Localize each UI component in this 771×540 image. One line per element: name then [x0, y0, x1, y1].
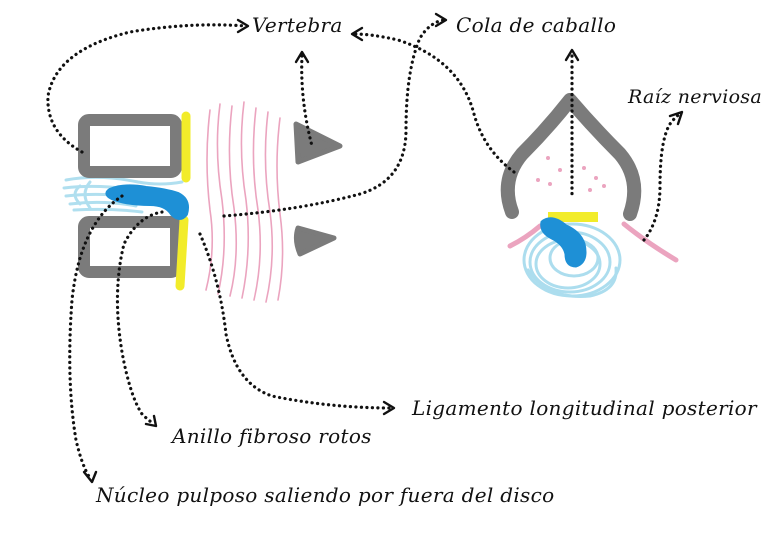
leader-ligamento [198, 232, 394, 410]
nerve-root-left [507, 223, 543, 249]
leader-vertebra-axial [352, 32, 516, 174]
arrowhead-vertebra-body [236, 18, 250, 34]
label-cola-de-caballo: Cola de caballo [456, 13, 617, 37]
arrowhead-nucleo [82, 470, 98, 484]
leader-arrows [46, 12, 684, 484]
label-vertebra: Vertebra [252, 13, 343, 37]
arrowhead-anillo [144, 414, 158, 428]
sagittal-view [62, 101, 343, 303]
upper-vertebral-body [78, 114, 182, 178]
posterior-ligament-axial [548, 212, 598, 222]
vertebral-arch-lower [293, 225, 337, 257]
arrowhead-vertebra-arch-up [294, 50, 310, 64]
arrowhead-cola-fibers [434, 12, 448, 28]
leader-vertebra-arch [300, 54, 314, 148]
label-anillo-fibroso: Anillo fibroso rotos [172, 424, 372, 448]
arrowhead-ligamento [382, 400, 396, 416]
herniated-nucleus-axial [540, 217, 587, 268]
leader-cola-fibers [222, 18, 446, 218]
nerve-root-right [621, 221, 679, 263]
leader-anillo [115, 210, 164, 426]
label-raiz-nerviosa: Raíz nerviosa [628, 86, 762, 108]
label-ligamento: Ligamento longitudinal posterior [412, 396, 757, 420]
vertebral-arch-axial [500, 93, 642, 221]
cauda-equina-fibers [205, 101, 284, 303]
leader-vertebra-body [46, 23, 248, 154]
herniated-nucleus-left [105, 184, 189, 220]
vertebral-arch-upper [293, 121, 343, 165]
arrowhead-raiz [668, 110, 684, 126]
label-nucleo-pulposo: Núcleo pulposo saliendo por fuera del di… [96, 483, 555, 507]
leader-raiz [642, 112, 682, 242]
arrowhead-vertebra-axial [350, 26, 364, 42]
lower-vertebral-body [78, 216, 182, 278]
posterior-ligament-left [175, 111, 191, 291]
canal-nerve-dots [536, 156, 606, 192]
axial-view [500, 93, 679, 298]
arrowhead-cola-axial [564, 48, 580, 62]
leader-nucleo [68, 194, 124, 480]
